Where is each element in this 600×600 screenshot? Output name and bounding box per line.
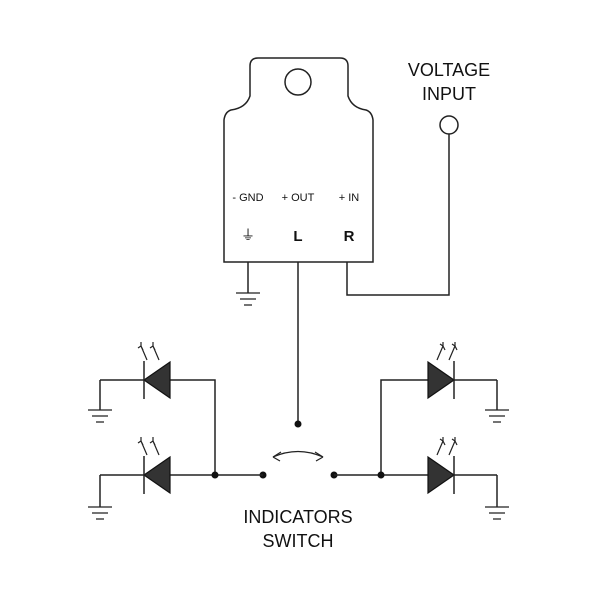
module-ground-icon xyxy=(236,262,260,306)
pin-gnd-label: - GND xyxy=(232,192,263,204)
voltage-input-label-line2: INPUT xyxy=(422,84,476,104)
ground-left-lower-icon xyxy=(88,475,112,520)
voltage-input-label-line1: VOLTAGE xyxy=(408,60,490,80)
led-right-lower-icon xyxy=(427,437,458,495)
pin-out-label: + OUT xyxy=(282,192,315,204)
led-right-upper-icon xyxy=(427,342,458,400)
ground-right-lower-icon xyxy=(485,475,509,520)
pin-l-letter: L xyxy=(293,228,302,245)
pin-in-label: + IN xyxy=(339,192,360,204)
led-left-upper-icon xyxy=(137,342,171,400)
mounting-hole xyxy=(284,68,312,96)
wire-voltage-to-r xyxy=(346,134,450,296)
indicators-switch-icon xyxy=(259,420,338,479)
indicators-switch-label-line1: INDICATORS xyxy=(243,507,352,527)
led-left-lower-icon xyxy=(137,437,171,495)
left-junction xyxy=(211,471,219,479)
wire-switch-to-right-leds xyxy=(334,379,497,476)
flasher-relay-module xyxy=(223,57,374,263)
voltage-input-terminal-icon xyxy=(439,115,459,135)
pin-r-letter: R xyxy=(344,228,355,245)
pin-gnd-symbol: ⏚ xyxy=(241,227,255,243)
right-junction xyxy=(377,471,385,479)
wire-switch-to-left-leds xyxy=(100,379,263,476)
ground-left-upper-icon xyxy=(88,380,112,423)
ground-right-upper-icon xyxy=(485,380,509,423)
indicators-switch-label-line2: SWITCH xyxy=(263,531,334,551)
